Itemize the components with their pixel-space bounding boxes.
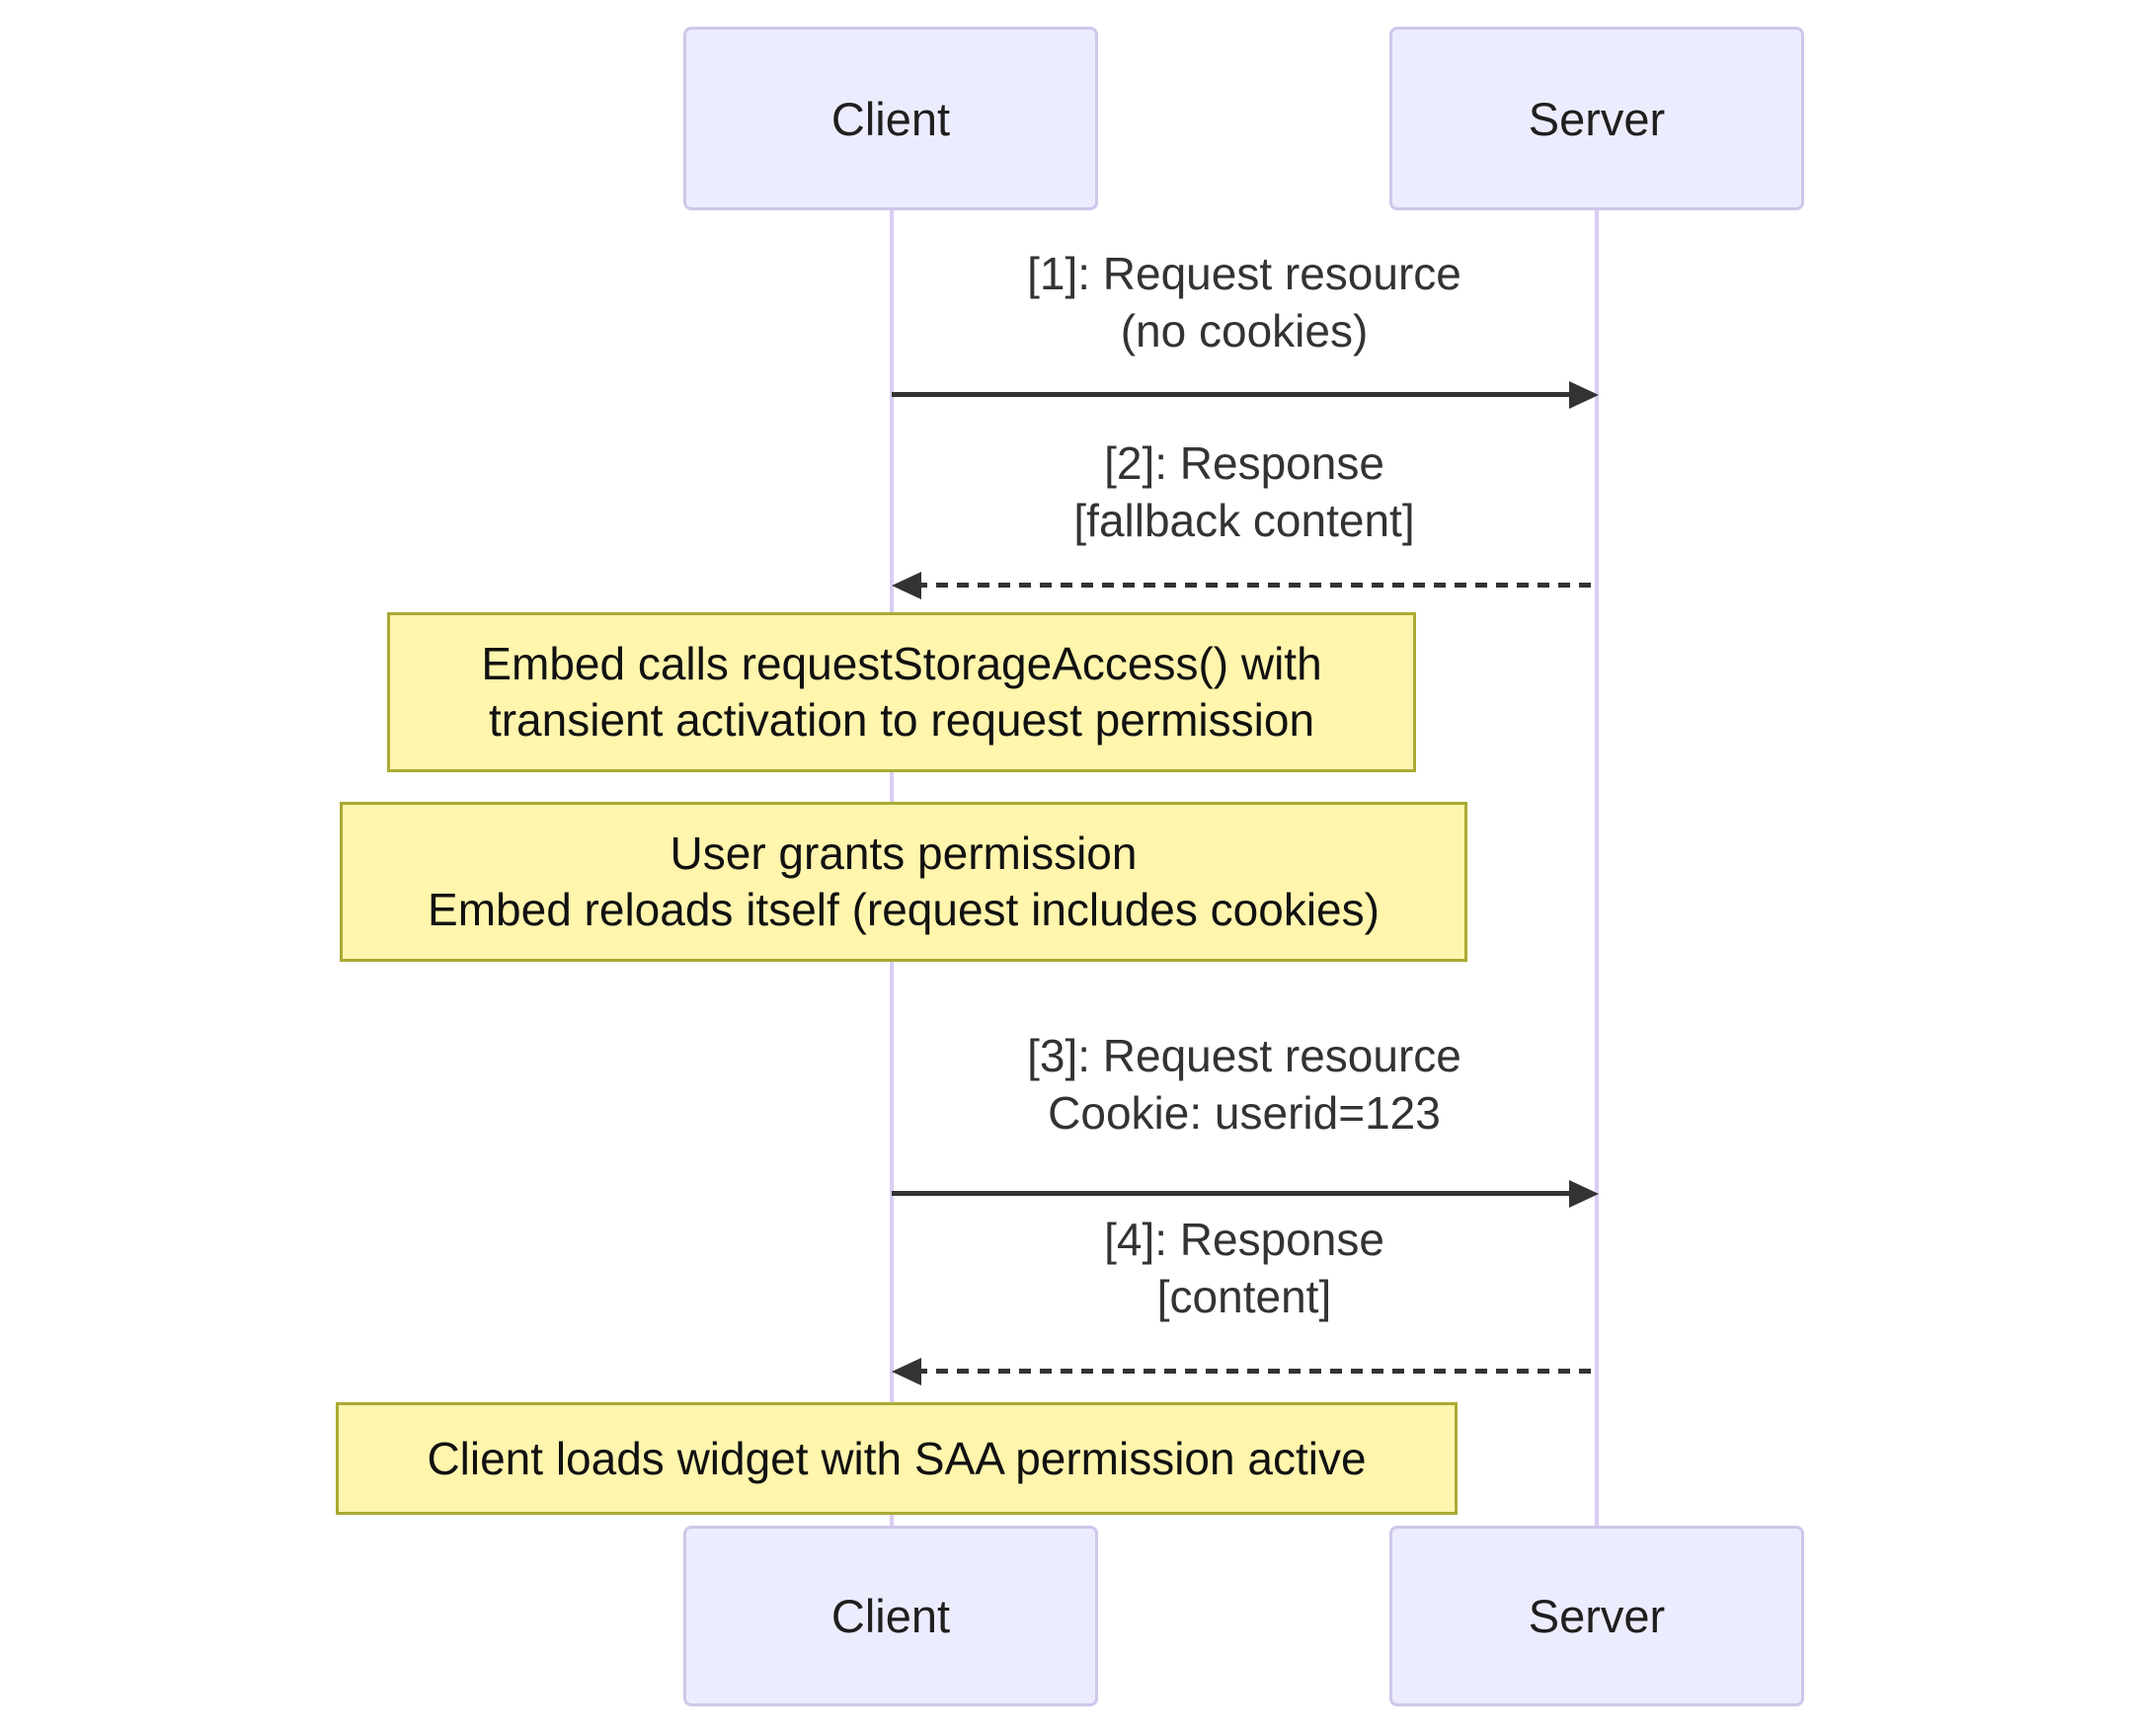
message-2-arrowhead-icon — [892, 572, 921, 599]
message-4-line1: [4]: Response — [1104, 1214, 1384, 1265]
note-2-line1: User grants permission — [670, 828, 1138, 879]
message-2-label: [2]: Response [fallback content] — [892, 434, 1597, 549]
message-1-line1: [1]: Request resource — [1027, 248, 1461, 299]
actor-box-client-top: Client — [683, 27, 1098, 210]
note-3-line1: Client loads widget with SAA permission … — [427, 1432, 1367, 1484]
actor-box-server-bottom: Server — [1389, 1526, 1804, 1706]
message-1-line2: (no cookies) — [1120, 305, 1369, 356]
message-4-arrowhead-icon — [892, 1358, 921, 1385]
actor-label-client-bottom: Client — [830, 1590, 951, 1642]
note-request-storage-access: Embed calls requestStorageAccess() with … — [387, 612, 1416, 772]
message-3-arrow-line — [892, 1191, 1571, 1196]
note-user-grants-permission: User grants permission Embed reloads its… — [340, 802, 1467, 962]
message-4-label: [4]: Response [content] — [892, 1211, 1597, 1325]
actor-label-server-top: Server — [1528, 92, 1666, 145]
message-3-label: [3]: Request resource Cookie: userid=123 — [892, 1027, 1597, 1142]
actor-label-client-top: Client — [830, 92, 951, 145]
actor-label-server-bottom: Server — [1528, 1590, 1666, 1642]
message-2-line2: [fallback content] — [1073, 495, 1415, 546]
actor-box-client-bottom: Client — [683, 1526, 1098, 1706]
note-1-line2: transient activation to request permissi… — [488, 694, 1315, 746]
message-1-label: [1]: Request resource (no cookies) — [892, 245, 1597, 359]
lifeline-server — [1595, 210, 1599, 1526]
note-client-loads-widget: Client loads widget with SAA permission … — [336, 1402, 1458, 1515]
message-3-arrowhead-icon — [1569, 1180, 1599, 1208]
message-3-line1: [3]: Request resource — [1027, 1030, 1461, 1081]
message-4-line2: [content] — [1156, 1271, 1332, 1322]
message-1-arrowhead-icon — [1569, 381, 1599, 409]
message-4-arrow-line — [915, 1369, 1597, 1374]
message-1-arrow-line — [892, 392, 1571, 397]
actor-box-server-top: Server — [1389, 27, 1804, 210]
note-1-line1: Embed calls requestStorageAccess() with — [481, 638, 1322, 689]
message-3-line2: Cookie: userid=123 — [1048, 1087, 1441, 1139]
message-2-arrow-line — [915, 583, 1597, 588]
note-2-line2: Embed reloads itself (request includes c… — [428, 884, 1380, 935]
message-2-line1: [2]: Response — [1104, 437, 1384, 489]
